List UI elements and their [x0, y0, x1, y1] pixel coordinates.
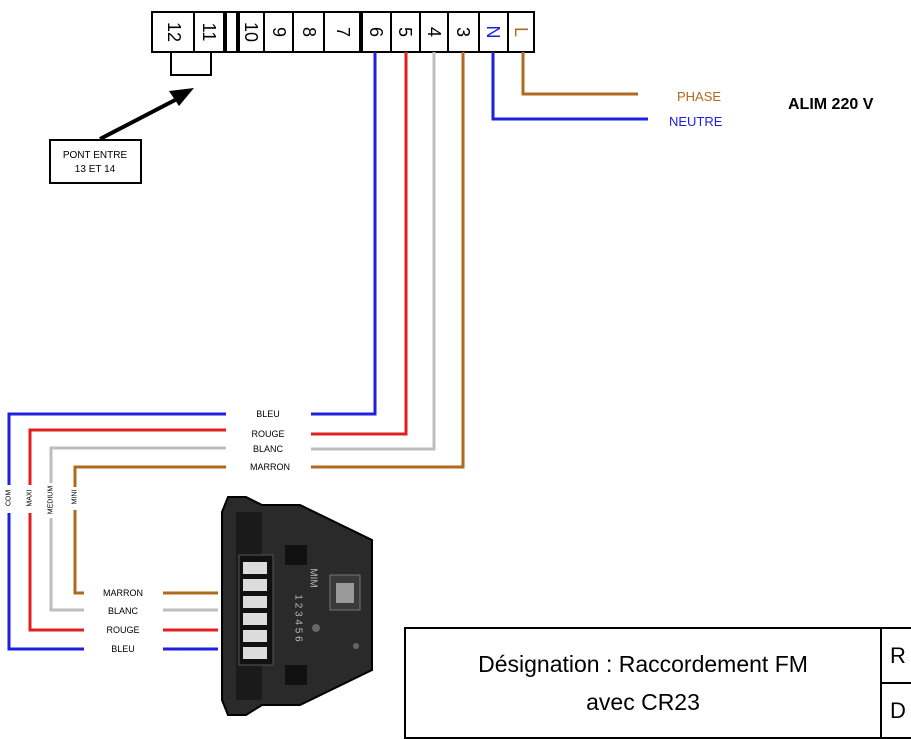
- terminal-bridge: [170, 52, 212, 76]
- wire-marron-upper: [311, 52, 465, 469]
- lower-label-marron: MARRON: [103, 588, 143, 598]
- upper-label-marron: MARRON: [250, 462, 290, 472]
- bridge-arrow: [99, 88, 194, 141]
- wire-rouge-left: [28, 428, 226, 485]
- title-block: Désignation : Raccordement FM avec CR23 …: [404, 627, 911, 739]
- terminal-label-n: N: [483, 26, 503, 39]
- designation-line2: avec CR23: [586, 689, 700, 715]
- speed-label-mini: MINI: [72, 490, 79, 505]
- lower-label-rouge: ROUGE: [106, 625, 139, 635]
- terminal-label-8: 8: [299, 27, 319, 37]
- wire-blanc-upper: [311, 52, 436, 451]
- designation-line1: Désignation : Raccordement FM: [478, 651, 808, 677]
- neutral-label: NEUTRE: [669, 114, 723, 129]
- speed-label-medium: MEDIUM: [48, 486, 55, 515]
- upper-label-bleu: BLEU: [256, 409, 280, 419]
- connector-marking: MIM: [308, 568, 319, 587]
- terminal-block: 12 11 10 9 8 7 6 5 4 3 N L: [151, 11, 535, 53]
- wire-marron-left: [73, 465, 226, 487]
- wire-bleu-upper: [311, 52, 377, 416]
- wire-bleu-lower: [7, 513, 84, 651]
- bridge-note-line1: PONT ENTRE: [63, 150, 128, 161]
- wire-bleu-left: [7, 412, 226, 485]
- speed-label-maxi: MAXI: [27, 489, 34, 506]
- title-side-bottom: D: [890, 697, 906, 723]
- terminal-label-4: 4: [424, 27, 444, 37]
- phase-wire: [521, 52, 638, 96]
- terminal-label-9: 9: [269, 27, 289, 37]
- lower-label-blanc: BLANC: [108, 606, 139, 616]
- terminal-label-10: 10: [241, 22, 261, 42]
- connector-illustration: MIM 1 2 3 4 5 6: [221, 496, 373, 716]
- speed-label-com: COM: [6, 490, 13, 507]
- wire-marron-lower: [73, 510, 84, 595]
- wire-blanc-lower: [49, 518, 84, 612]
- designation-cell: Désignation : Raccordement FM avec CR23: [406, 629, 882, 737]
- upper-label-rouge: ROUGE: [251, 429, 284, 439]
- lower-label-bleu: BLEU: [111, 644, 135, 654]
- terminal-label-7: 7: [333, 27, 353, 37]
- wire-rouge-upper: [311, 52, 408, 436]
- title-side-top: R: [882, 629, 911, 684]
- terminal-label-11: 11: [199, 23, 219, 42]
- terminal-label-l: L: [511, 27, 531, 37]
- bridge-note-line2: 13 ET 14: [75, 164, 116, 175]
- terminal-label-12: 12: [164, 22, 184, 42]
- bridge-note-box: [49, 139, 142, 184]
- wire-blanc-left: [49, 446, 226, 483]
- terminal-label-6: 6: [366, 27, 386, 37]
- power-title: ALIM 220 V: [788, 96, 874, 113]
- terminal-label-5: 5: [395, 27, 415, 37]
- neutral-wire: [491, 52, 648, 121]
- terminal-label-3: 3: [453, 27, 473, 37]
- title-side-cells: R D: [882, 629, 911, 737]
- upper-label-blanc: BLANC: [253, 444, 284, 454]
- phase-label: PHASE: [677, 89, 721, 104]
- wire-rouge-lower: [28, 513, 84, 632]
- connector-pins: 1 2 3 4 5 6: [293, 594, 304, 642]
